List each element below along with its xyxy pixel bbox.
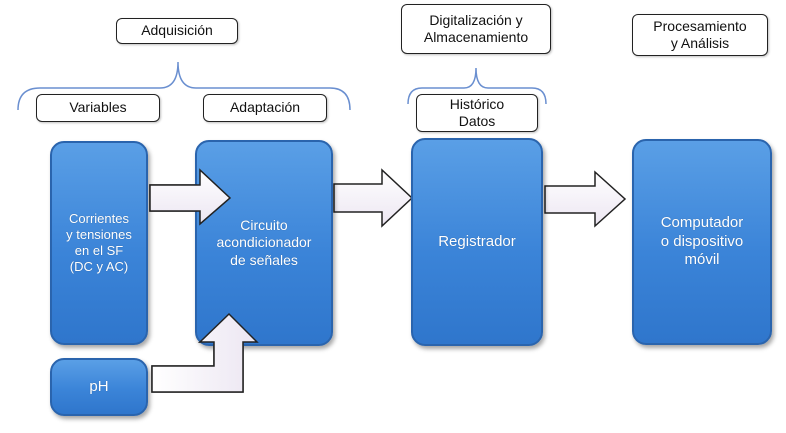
sublabel-adaptacion-label: Adaptación — [229, 99, 301, 116]
block-ph: pH — [50, 358, 148, 416]
arrow-circuito-to-registrador — [333, 168, 414, 228]
block-registrador: Registrador — [411, 138, 543, 346]
arrow-registrador-to-computador — [544, 170, 627, 228]
block-ph-label: pH — [89, 377, 109, 395]
block-registrador-label: Registrador — [438, 232, 516, 250]
sublabel-historico: Histórico Datos — [416, 94, 538, 132]
stage-procesamiento-label: Procesamiento y Análisis — [653, 17, 747, 52]
block-circuito-label: Circuito acondicionador de señales — [216, 216, 312, 268]
sublabel-variables: Variables — [36, 94, 160, 122]
block-corrientes: Corrientes y tensiones en el SF (DC y AC… — [50, 141, 148, 345]
block-corrientes-label: Corrientes y tensiones en el SF (DC y AC… — [66, 210, 132, 275]
stage-adquisicion: Adquisición — [116, 18, 238, 44]
block-computador: Computador o dispositivo móvil — [632, 139, 772, 345]
stage-procesamiento: Procesamiento y Análisis — [632, 14, 768, 56]
block-computador-label: Computador o dispositivo móvil — [660, 213, 744, 269]
digitalizacion-brace — [407, 67, 547, 105]
sublabel-historico-label: Histórico Datos — [449, 95, 505, 130]
block-circuito: Circuito acondicionador de señales — [195, 140, 333, 346]
stage-digitalizacion: Digitalización y Almacenamiento — [401, 4, 551, 54]
stage-adquisicion-label: Adquisición — [141, 22, 213, 39]
stage-digitalizacion-label: Digitalización y Almacenamiento — [423, 11, 529, 46]
sublabel-variables-label: Variables — [69, 99, 127, 116]
adquisicion-brace — [17, 61, 351, 111]
sublabel-adaptacion: Adaptación — [203, 94, 327, 122]
